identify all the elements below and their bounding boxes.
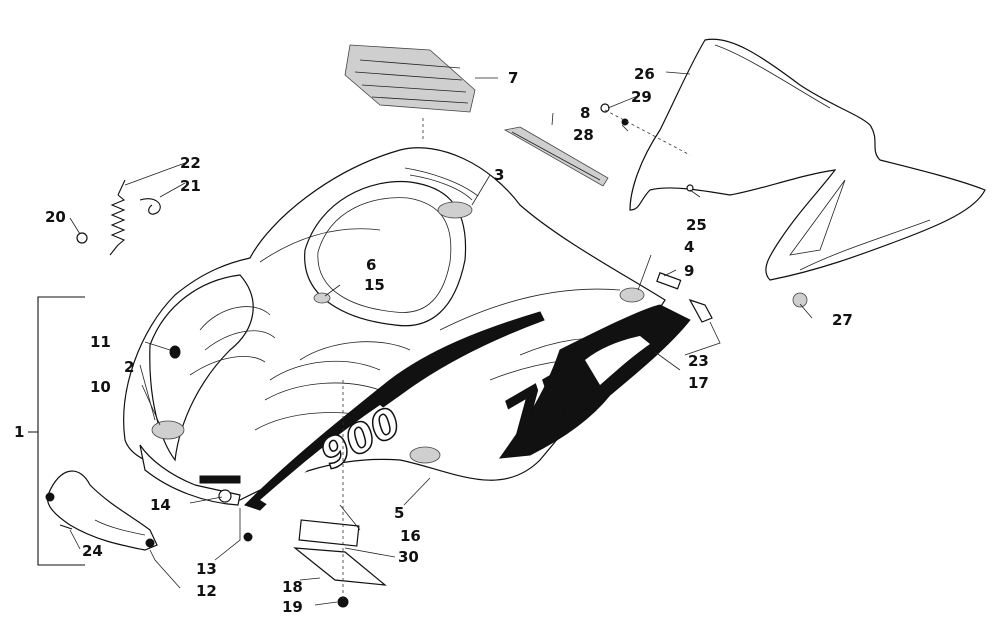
callout-2: 2 bbox=[124, 358, 134, 376]
callout-18: 18 bbox=[282, 578, 303, 596]
vent-insert-10 bbox=[151, 420, 185, 440]
screw-13 bbox=[243, 532, 253, 542]
callout-23: 23 bbox=[688, 352, 709, 370]
vent-strip bbox=[503, 126, 609, 187]
rivet-24 bbox=[59, 524, 73, 530]
callout-5: 5 bbox=[394, 504, 404, 522]
callout-labels: 1 2 3 4 5 6 7 8 9 10 11 12 13 14 15 16 1… bbox=[14, 65, 853, 616]
callout-9: 9 bbox=[684, 262, 694, 280]
callout-13: 13 bbox=[196, 560, 217, 578]
callout-24: 24 bbox=[82, 542, 103, 560]
hood-spring bbox=[76, 179, 161, 256]
callout-12: 12 bbox=[196, 582, 217, 600]
callout-26: 26 bbox=[634, 65, 655, 83]
shield-plug-27 bbox=[792, 292, 808, 308]
nose-badge bbox=[199, 475, 241, 484]
callout-14: 14 bbox=[150, 496, 171, 514]
callout-10: 10 bbox=[90, 378, 111, 396]
washer-29 bbox=[600, 103, 610, 113]
vent-insert-4 bbox=[619, 287, 645, 303]
callout-16: 16 bbox=[400, 527, 421, 545]
callout-6: 6 bbox=[366, 256, 376, 274]
callout-7: 7 bbox=[508, 69, 518, 87]
windshield bbox=[629, 38, 986, 308]
callout-3: 3 bbox=[494, 166, 504, 184]
vent-insert-5 bbox=[409, 446, 441, 464]
group-bracket-1 bbox=[28, 296, 85, 566]
callout-19: 19 bbox=[282, 598, 303, 616]
pin-20 bbox=[76, 232, 88, 244]
callout-25: 25 bbox=[686, 216, 707, 234]
plate-9 bbox=[656, 272, 682, 290]
callout-21: 21 bbox=[180, 177, 201, 195]
plate-18 bbox=[293, 547, 387, 586]
nose-pan bbox=[45, 470, 253, 551]
bracket-23 bbox=[688, 298, 713, 323]
callout-28: 28 bbox=[573, 126, 594, 144]
callout-30: 30 bbox=[398, 548, 419, 566]
callout-22: 22 bbox=[180, 154, 201, 172]
hood-assembly bbox=[123, 147, 666, 506]
vent-insert-3 bbox=[437, 201, 473, 219]
windshield-body bbox=[629, 38, 986, 281]
callout-20: 20 bbox=[45, 208, 66, 226]
callout-1: 1 bbox=[14, 423, 24, 441]
top-vent-panel bbox=[344, 44, 476, 113]
callout-27: 27 bbox=[832, 311, 853, 329]
callout-4: 4 bbox=[684, 238, 694, 256]
pad-30 bbox=[298, 519, 360, 547]
callout-29: 29 bbox=[631, 88, 652, 106]
screw-25 bbox=[686, 184, 694, 192]
windshield-opening bbox=[304, 180, 467, 327]
callout-11: 11 bbox=[90, 333, 111, 351]
callout-15: 15 bbox=[364, 276, 385, 294]
headlight-knob-11 bbox=[169, 345, 181, 359]
callout-17: 17 bbox=[688, 374, 709, 392]
callout-8: 8 bbox=[580, 104, 590, 122]
grommet-14 bbox=[218, 489, 232, 503]
leader-lines bbox=[69, 71, 813, 606]
hood-nose bbox=[139, 444, 241, 506]
